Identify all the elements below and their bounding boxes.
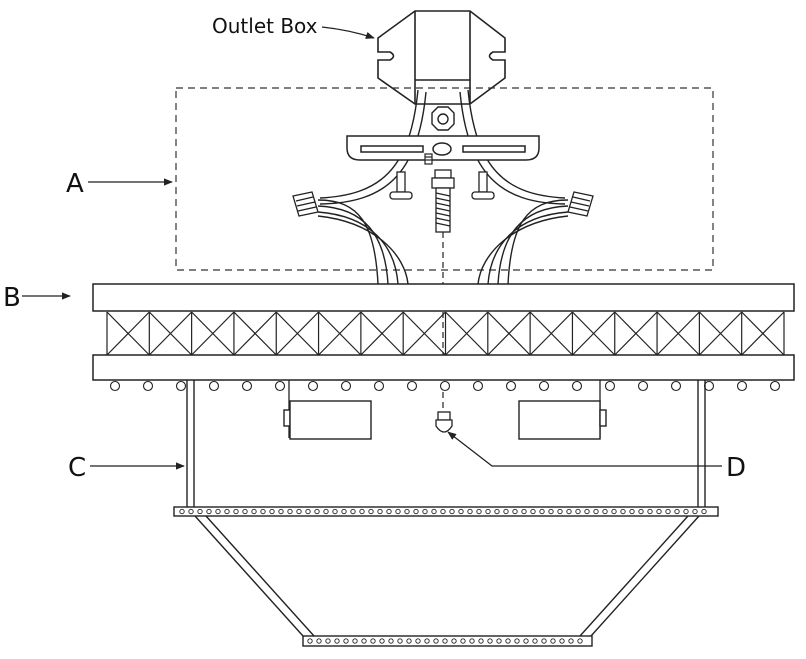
basket-sides [194, 515, 700, 637]
bottom-ring-dots [307, 638, 583, 644]
wire-nut-left [292, 191, 319, 217]
wire-nut-right [567, 191, 594, 217]
mounting-screw-left [389, 171, 413, 200]
mounting-screw-right [471, 171, 495, 200]
mounting-bracket [346, 135, 540, 161]
mounting-area-outline [175, 87, 714, 271]
canopy-top-plate [92, 283, 795, 312]
cap-nut [435, 411, 453, 433]
hex-nut [431, 106, 455, 131]
outlet-box-leader [321, 26, 375, 39]
label-d: D [726, 453, 746, 483]
fixture-wires [317, 199, 569, 285]
bead-row [109, 380, 781, 392]
outlet-box-label: Outlet Box [212, 14, 318, 38]
lower-ring [173, 506, 719, 517]
leader-d [447, 431, 722, 467]
outlet-box [377, 10, 506, 105]
lamp-socket-right [518, 400, 607, 440]
threaded-rod [431, 169, 455, 233]
supply-wires [319, 89, 566, 205]
label-a: A [66, 169, 84, 199]
support-rods [186, 380, 706, 507]
label-c: C [68, 453, 86, 483]
ground-screw [424, 153, 433, 165]
canopy-bottom-plate [92, 354, 795, 381]
label-b: B [3, 283, 21, 313]
lamp-socket-left [283, 400, 372, 440]
canopy-lattice [106, 311, 785, 356]
lower-ring-dots [179, 508, 707, 515]
